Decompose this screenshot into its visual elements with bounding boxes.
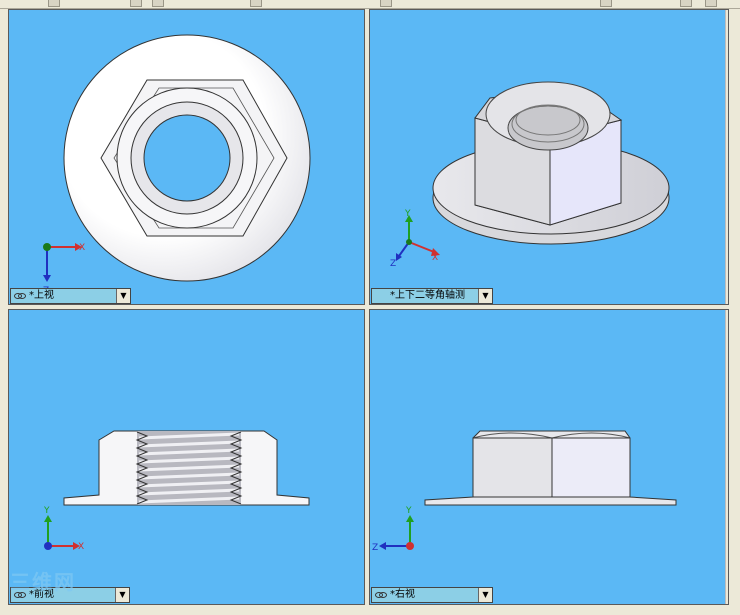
hex-chamfer: [113, 87, 275, 229]
chevron-down-icon[interactable]: ▼: [478, 289, 492, 303]
chevron-down-icon[interactable]: ▼: [115, 588, 129, 602]
thread-section: [135, 431, 243, 505]
thread-ring: [511, 105, 585, 143]
axis-z-label: Z: [390, 259, 396, 269]
toolbar-button[interactable]: [680, 0, 692, 7]
view-name: *前视: [29, 589, 54, 600]
view-selector-isometric[interactable]: *上下二等角轴测 ▼: [371, 288, 493, 304]
toolbar-button[interactable]: [130, 0, 142, 7]
toolbar-button[interactable]: [152, 0, 164, 7]
vertical-scrollbar[interactable]: [725, 10, 728, 304]
link-icon: [14, 592, 26, 598]
axis-z-label: Z: [372, 543, 378, 553]
view-selector-right[interactable]: *右视 ▼: [371, 587, 493, 603]
thread-crest: [138, 488, 240, 496]
thread-crest: [138, 432, 240, 440]
thread-flank: [229, 431, 243, 505]
triad-iso: Y X Z: [390, 209, 440, 269]
viewport-right[interactable]: Y Z *右视 ▼: [369, 309, 729, 605]
chevron-down-icon[interactable]: ▼: [478, 588, 492, 602]
view-selector-top[interactable]: *上视 ▼: [10, 288, 131, 304]
toolbar-button[interactable]: [250, 0, 262, 7]
view-name: *上视: [29, 290, 54, 301]
link-icon: [14, 293, 26, 299]
vertical-scrollbar[interactable]: [725, 310, 728, 604]
watermark: 三维网: [10, 570, 76, 594]
hex-face-right: [551, 437, 631, 498]
thread-crest: [138, 464, 240, 472]
thread-crest: [138, 480, 240, 488]
axis-y-label: Y: [404, 209, 411, 219]
axis-x-label: X: [79, 243, 85, 253]
axis-x-label: X: [432, 253, 438, 263]
thread-crest: [138, 440, 240, 448]
view-name: *上下二等角轴测: [390, 290, 465, 301]
top-view-drawing: X Z: [43, 34, 311, 296]
thread-flank: [135, 431, 149, 505]
chevron-down-icon[interactable]: ▼: [116, 289, 130, 303]
viewport-top[interactable]: X Z *上视 ▼: [8, 9, 365, 305]
front-view-drawing: Y X: [43, 430, 310, 552]
thread-crest: [138, 496, 240, 504]
thread-crest: [138, 456, 240, 464]
thread-crest: [138, 472, 240, 480]
toolbar-button[interactable]: [48, 0, 60, 7]
toolbar-strip: [0, 0, 740, 9]
axis-y-label: Y: [43, 506, 50, 516]
triad-front: Y X: [43, 506, 84, 552]
view-name: *右视: [390, 589, 415, 600]
iso-view-drawing: Y X Z: [390, 81, 670, 269]
right-view-drawing: Y Z: [372, 430, 677, 553]
toolbar-button[interactable]: [600, 0, 612, 7]
viewport-front[interactable]: Y X *前视 ▼: [8, 309, 365, 605]
toolbar-button[interactable]: [705, 0, 717, 7]
axis-x-label: X: [78, 542, 84, 552]
viewport-isometric[interactable]: Y X Z *上下二等角轴测 ▼: [369, 9, 729, 305]
view-selector-front[interactable]: *前视 ▼: [10, 587, 130, 603]
triad-right: Y Z: [372, 506, 414, 553]
thread-ring: [515, 104, 581, 136]
bore-hole: [143, 114, 231, 202]
thread-crest: [138, 448, 240, 456]
link-icon: [375, 592, 387, 598]
axis-y-label: Y: [405, 506, 412, 516]
hex-face-left: [472, 437, 553, 498]
horizontal-scrollbar[interactable]: [0, 605, 740, 615]
toolbar-button[interactable]: [380, 0, 392, 7]
